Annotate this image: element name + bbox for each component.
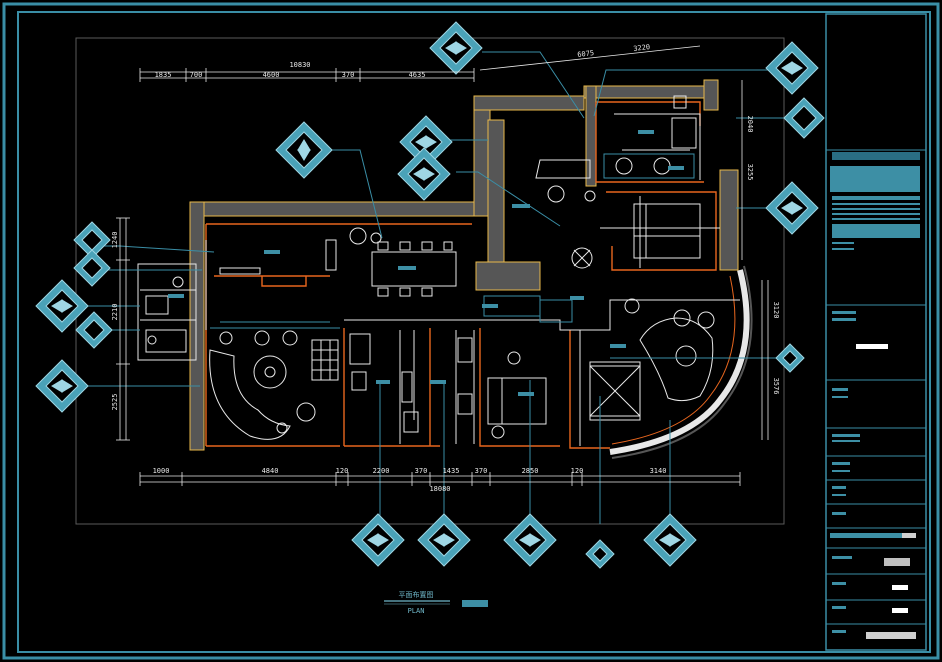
dimension-lines xyxy=(116,45,769,486)
right-dim-d: 3576 xyxy=(772,378,780,395)
index-symbol xyxy=(35,359,89,413)
detail-lines xyxy=(210,153,695,329)
index-symbol xyxy=(275,121,333,179)
bottom-dim-5: 370 xyxy=(415,467,428,475)
index-symbol xyxy=(643,513,697,567)
index-symbol xyxy=(503,513,557,567)
top-right-dim-b: 3220 xyxy=(633,43,651,53)
drawing-caption: 平面布置图 PLAN xyxy=(384,590,488,615)
index-symbol xyxy=(75,311,113,349)
top-overall-dim: 10830 xyxy=(289,61,310,69)
right-dim-a: 2040 xyxy=(746,116,754,133)
index-symbol xyxy=(765,181,819,235)
top-dim-3: 4600 xyxy=(263,71,280,79)
bottom-overall-dim: 18080 xyxy=(429,485,450,493)
top-dim-5: 4635 xyxy=(409,71,426,79)
index-symbol xyxy=(73,221,111,259)
furniture xyxy=(145,95,715,440)
top-right-dim-a: 6075 xyxy=(577,49,595,59)
bottom-dim-7: 370 xyxy=(475,467,488,475)
index-symbols xyxy=(35,21,825,569)
index-symbol xyxy=(585,539,615,569)
left-dim-b: 2210 xyxy=(111,304,119,321)
caption-title: 平面布置图 xyxy=(399,590,434,599)
index-symbol xyxy=(35,279,89,333)
index-symbol xyxy=(73,249,111,287)
curved-wall xyxy=(609,265,753,459)
right-dim-b: 3255 xyxy=(746,164,754,181)
index-symbol xyxy=(417,513,471,567)
walls xyxy=(189,79,739,451)
room-tags xyxy=(168,130,684,396)
top-dim-2: 700 xyxy=(190,71,203,79)
bottom-dim-6: 1435 xyxy=(443,467,460,475)
bottom-dim-1: 1000 xyxy=(153,467,170,475)
bottom-dim-10: 3140 xyxy=(650,467,667,475)
title-block xyxy=(825,13,927,651)
left-dim-c: 2525 xyxy=(111,394,119,411)
caption-subtitle: PLAN xyxy=(408,607,425,615)
index-symbol xyxy=(783,97,825,139)
index-symbol xyxy=(429,21,483,75)
bottom-dim-8: 2850 xyxy=(522,467,539,475)
partitions xyxy=(137,113,740,446)
index-symbol xyxy=(351,513,405,567)
index-symbol xyxy=(399,115,453,169)
left-dim-a: 1240 xyxy=(111,232,119,249)
top-dim-1: 1835 xyxy=(155,71,172,79)
index-symbol xyxy=(397,147,451,201)
bottom-dim-2: 4840 xyxy=(262,467,279,475)
index-symbol xyxy=(775,343,805,373)
dimension-text: 10830 1835 700 4600 370 4635 6075 3220 1… xyxy=(111,43,780,493)
right-dim-c: 3120 xyxy=(772,302,780,319)
top-dim-4: 370 xyxy=(342,71,355,79)
bottom-dim-3: 120 xyxy=(336,467,349,475)
bottom-dim-9: 120 xyxy=(571,467,584,475)
index-symbol xyxy=(765,41,819,95)
bottom-dim-4: 2200 xyxy=(373,467,390,475)
